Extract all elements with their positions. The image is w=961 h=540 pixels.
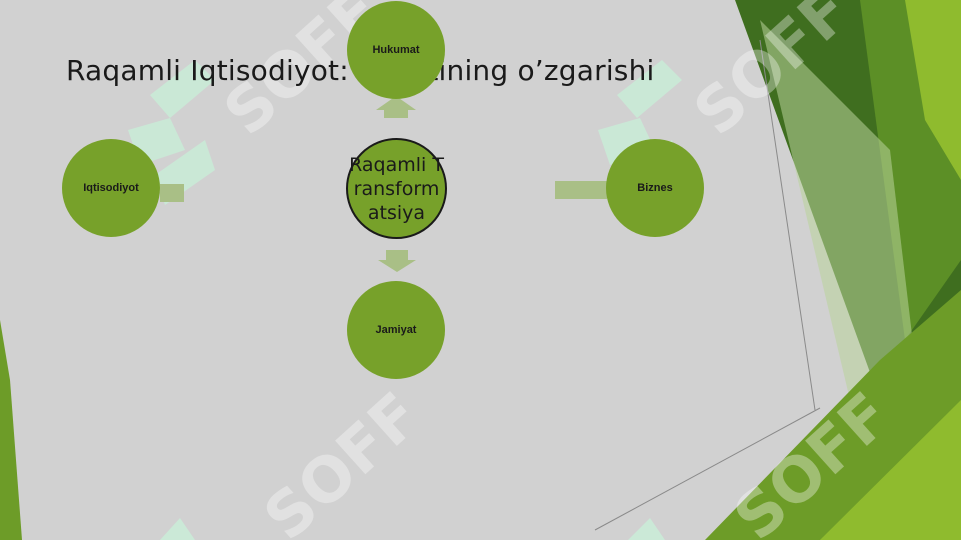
node-hukumat: Hukumat	[347, 1, 445, 99]
right-translucent-panel	[760, 20, 915, 400]
node-jamiyat: Jamiyat	[347, 281, 445, 379]
node-center: Raqamli Transformatsiya	[346, 138, 447, 239]
arrow-right	[555, 181, 607, 199]
node-biznes: Biznes	[606, 139, 704, 237]
thin-line-2	[594, 407, 821, 531]
node-jamiyat-label: Jamiyat	[375, 324, 417, 336]
node-center-label: Raqamli Transformatsiya	[349, 153, 444, 224]
watermark-mark-bottom-right	[628, 518, 665, 540]
arrow-up	[376, 96, 416, 118]
node-iqtisodiyot: Iqtisodiyot	[62, 139, 160, 237]
arrow-down	[378, 250, 416, 272]
node-iqtisodiyot-label: Iqtisodiyot	[83, 182, 139, 194]
watermark-mark-bottom-left	[160, 518, 195, 540]
right-light-panel	[905, 0, 961, 180]
arrow-left	[160, 184, 184, 202]
left-green-strip	[0, 320, 22, 540]
node-hukumat-label: Hukumat	[372, 44, 420, 56]
node-biznes-label: Biznes	[637, 182, 673, 194]
bottom-light-panel	[820, 400, 961, 540]
thin-line-1	[759, 39, 816, 411]
